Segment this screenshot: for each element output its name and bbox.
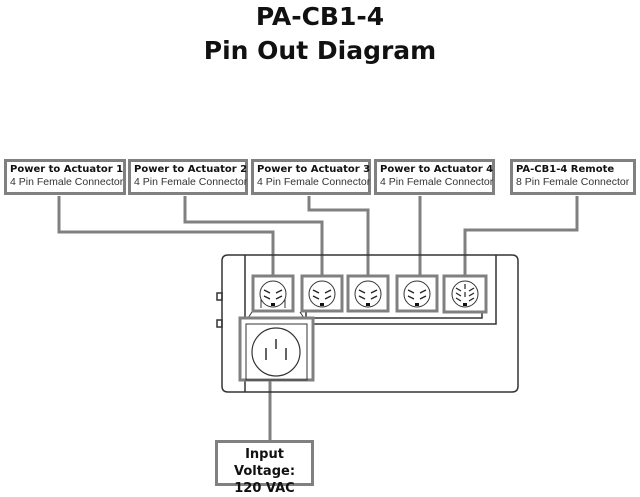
side-tab-lower (216, 319, 223, 328)
connector-actuator-2 (300, 274, 344, 313)
input-voltage-value: 120 VAC (234, 481, 295, 496)
label-remote: PA-CB1-4 Remote 8 Pin Female Connector (510, 159, 636, 195)
label-title: Power to Actuator 1 (10, 164, 124, 175)
connector-actuator-3 (346, 274, 390, 313)
connector-actuator-4 (395, 274, 439, 313)
connectors (238, 274, 488, 382)
diagram-title-subtitle: Pin Out Diagram (203, 36, 437, 65)
label-actuator-4: Power to Actuator 4 4 Pin Female Connect… (374, 159, 495, 195)
label-input-voltage: Input Voltage: 120 VAC (215, 440, 314, 496)
side-tab-upper (216, 292, 223, 301)
label-actuator-1: Power to Actuator 1 4 Pin Female Connect… (4, 159, 126, 195)
leader-actuator-1 (57, 196, 275, 275)
label-actuator-3: Power to Actuator 3 4 Pin Female Connect… (251, 159, 371, 195)
label-subtitle: 4 Pin Female Connector (10, 176, 124, 188)
label-actuator-2: Power to Actuator 2 4 Pin Female Connect… (128, 159, 248, 195)
diagram-title-model: PA-CB1-4 (255, 2, 385, 31)
connector-actuator-1 (251, 274, 295, 313)
leader-lines (57, 196, 579, 442)
connector-remote-8pin (442, 274, 488, 314)
label-title: Power to Actuator 4 (380, 164, 494, 175)
leader-actuator-3 (307, 196, 370, 275)
label-subtitle: 4 Pin Female Connector (257, 176, 371, 188)
label-subtitle: 4 Pin Female Connector (134, 176, 248, 188)
input-voltage-title: Input Voltage: (233, 447, 296, 479)
leader-actuator-2 (183, 196, 324, 275)
label-title: PA-CB1-4 Remote (516, 164, 615, 175)
label-title: Power to Actuator 3 (257, 164, 371, 175)
leader-remote (463, 196, 579, 275)
label-subtitle: 4 Pin Female Connector (380, 176, 494, 188)
label-subtitle: 8 Pin Female Connector (516, 176, 630, 188)
connector-power-inlet (238, 311, 315, 382)
label-title: Power to Actuator 2 (134, 164, 248, 175)
